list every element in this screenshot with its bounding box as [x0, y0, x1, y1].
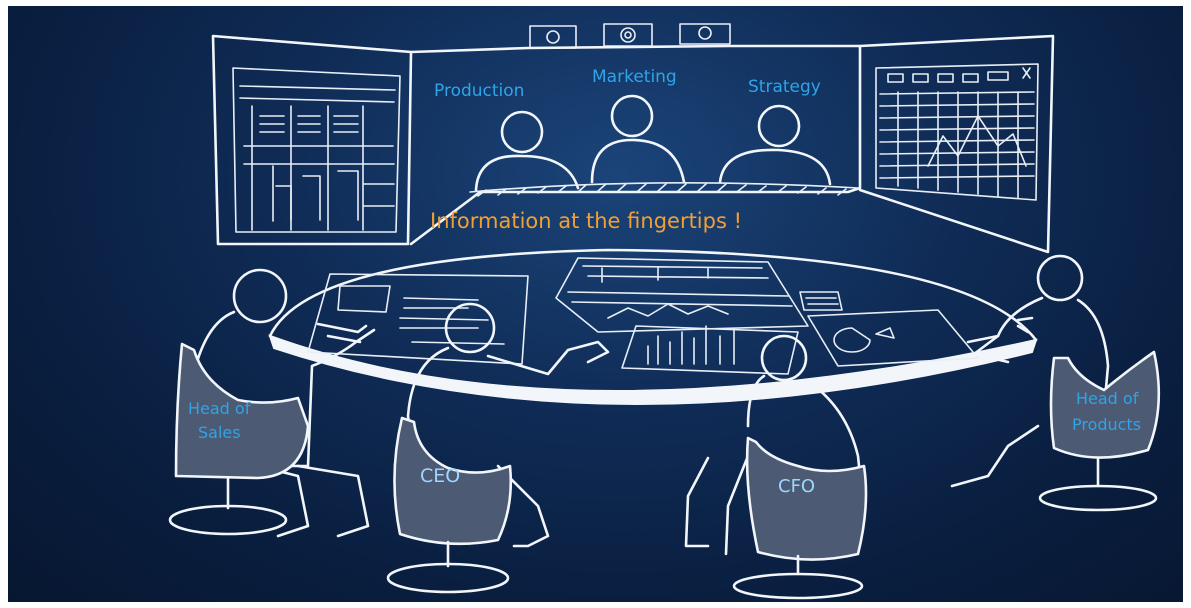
- right-screen-panel: [858, 34, 1055, 254]
- production-label: Production: [434, 81, 524, 101]
- person-head-of-products: [950, 254, 1161, 512]
- cfo-label: CFO: [778, 476, 815, 497]
- chair-head-of-sales: [174, 342, 310, 480]
- camera-icon: [603, 23, 653, 47]
- boardroom-illustration: Production Marketing Strategy Informatio…: [8, 6, 1183, 602]
- strategy-label: Strategy: [748, 77, 821, 97]
- person-cfo: [684, 334, 868, 600]
- person-head-of-sales: [168, 268, 376, 538]
- chair-head-of-products: [1049, 350, 1161, 459]
- head-of-products-label-line1: Head of: [1076, 389, 1139, 408]
- camera-icon: [529, 25, 577, 49]
- conference-table: [268, 248, 1038, 405]
- headline: Information at the fingertips !: [430, 209, 742, 233]
- left-screen-panel: [211, 34, 413, 246]
- chair-cfo: [745, 436, 868, 561]
- head-of-sales-label-line2: Sales: [198, 423, 241, 442]
- person-ceo: [386, 302, 610, 594]
- head-of-products-label-line2: Products: [1072, 415, 1141, 434]
- center-screen-panel: [409, 44, 862, 246]
- chair-ceo: [393, 416, 513, 546]
- camera-icon: [679, 23, 731, 45]
- ceo-label: CEO: [420, 465, 460, 487]
- marketing-label: Marketing: [592, 67, 677, 87]
- production-head: [500, 110, 544, 154]
- sketch-drawing: Production Marketing Strategy Informatio…: [168, 23, 1161, 600]
- head-of-sales-label-line1: Head of: [188, 399, 251, 418]
- marketing-head: [610, 94, 654, 138]
- strategy-head: [757, 104, 801, 148]
